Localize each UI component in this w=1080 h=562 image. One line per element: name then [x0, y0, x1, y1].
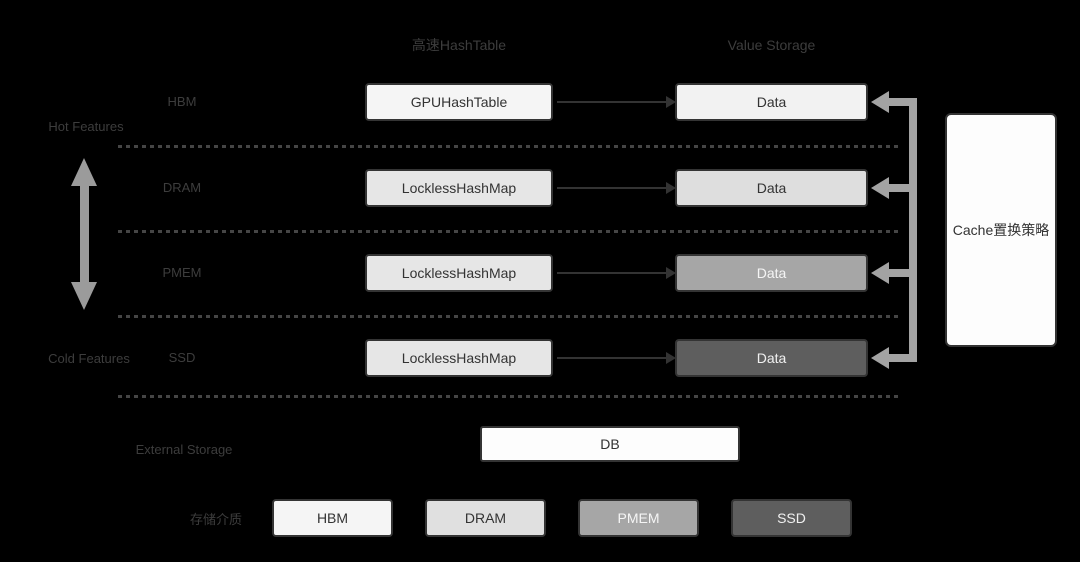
cache-connector-stub [888, 98, 917, 106]
cold-features-label: Cold Features [48, 351, 130, 366]
tier-label-ssd: SSD [168, 350, 196, 365]
tier-label-pmem: PMEM [162, 265, 202, 280]
arrow-down-icon [71, 282, 97, 310]
arrow-right-icon [557, 352, 676, 364]
tier-separator [118, 395, 898, 398]
legend-box-dram: DRAM [425, 499, 546, 537]
cache-connector-stub [888, 354, 917, 362]
arrow-left-icon [871, 177, 889, 199]
arrow-right-icon [557, 182, 676, 194]
arrow-left-icon [871, 262, 889, 284]
tier-separator [118, 145, 898, 148]
data-box-dram: Data [675, 169, 868, 207]
data-box-pmem: Data [675, 254, 868, 292]
cache-connector-stub [888, 269, 917, 277]
tier-label-dram: DRAM [162, 180, 202, 195]
cache-connector-stub [888, 184, 917, 192]
hot-cold-arrow-shaft [80, 184, 89, 284]
tier-separator [118, 230, 898, 233]
external-storage-label: External Storage [135, 442, 233, 457]
arrow-right-icon [557, 96, 676, 108]
legend-box-pmem: PMEM [578, 499, 699, 537]
arrow-left-icon [871, 91, 889, 113]
data-box-hbm: Data [675, 83, 868, 121]
tier-separator [118, 315, 898, 318]
tier-label-hbm: HBM [167, 94, 197, 109]
arrow-up-icon [71, 158, 97, 186]
arrow-right-icon [557, 267, 676, 279]
hash-box-pmem: LocklessHashMap [365, 254, 553, 292]
hash-box-hbm: GPUHashTable [365, 83, 553, 121]
cache-connector-vertical-bar [909, 98, 917, 362]
legend-box-hbm: HBM [272, 499, 393, 537]
hash-column-header: 高速HashTable [411, 37, 507, 53]
hash-box-ssd: LocklessHashMap [365, 339, 553, 377]
hot-features-label: Hot Features [48, 119, 124, 134]
legend-box-ssd: SSD [731, 499, 852, 537]
cache-policy-box: Cache置换策略 [945, 113, 1057, 347]
hash-box-dram: LocklessHashMap [365, 169, 553, 207]
value-storage-column-header: Value Storage [727, 37, 816, 53]
data-box-ssd: Data [675, 339, 868, 377]
storage-media-label: 存储介质 [189, 512, 242, 527]
db-box: DB [480, 426, 740, 462]
arrow-left-icon [871, 347, 889, 369]
